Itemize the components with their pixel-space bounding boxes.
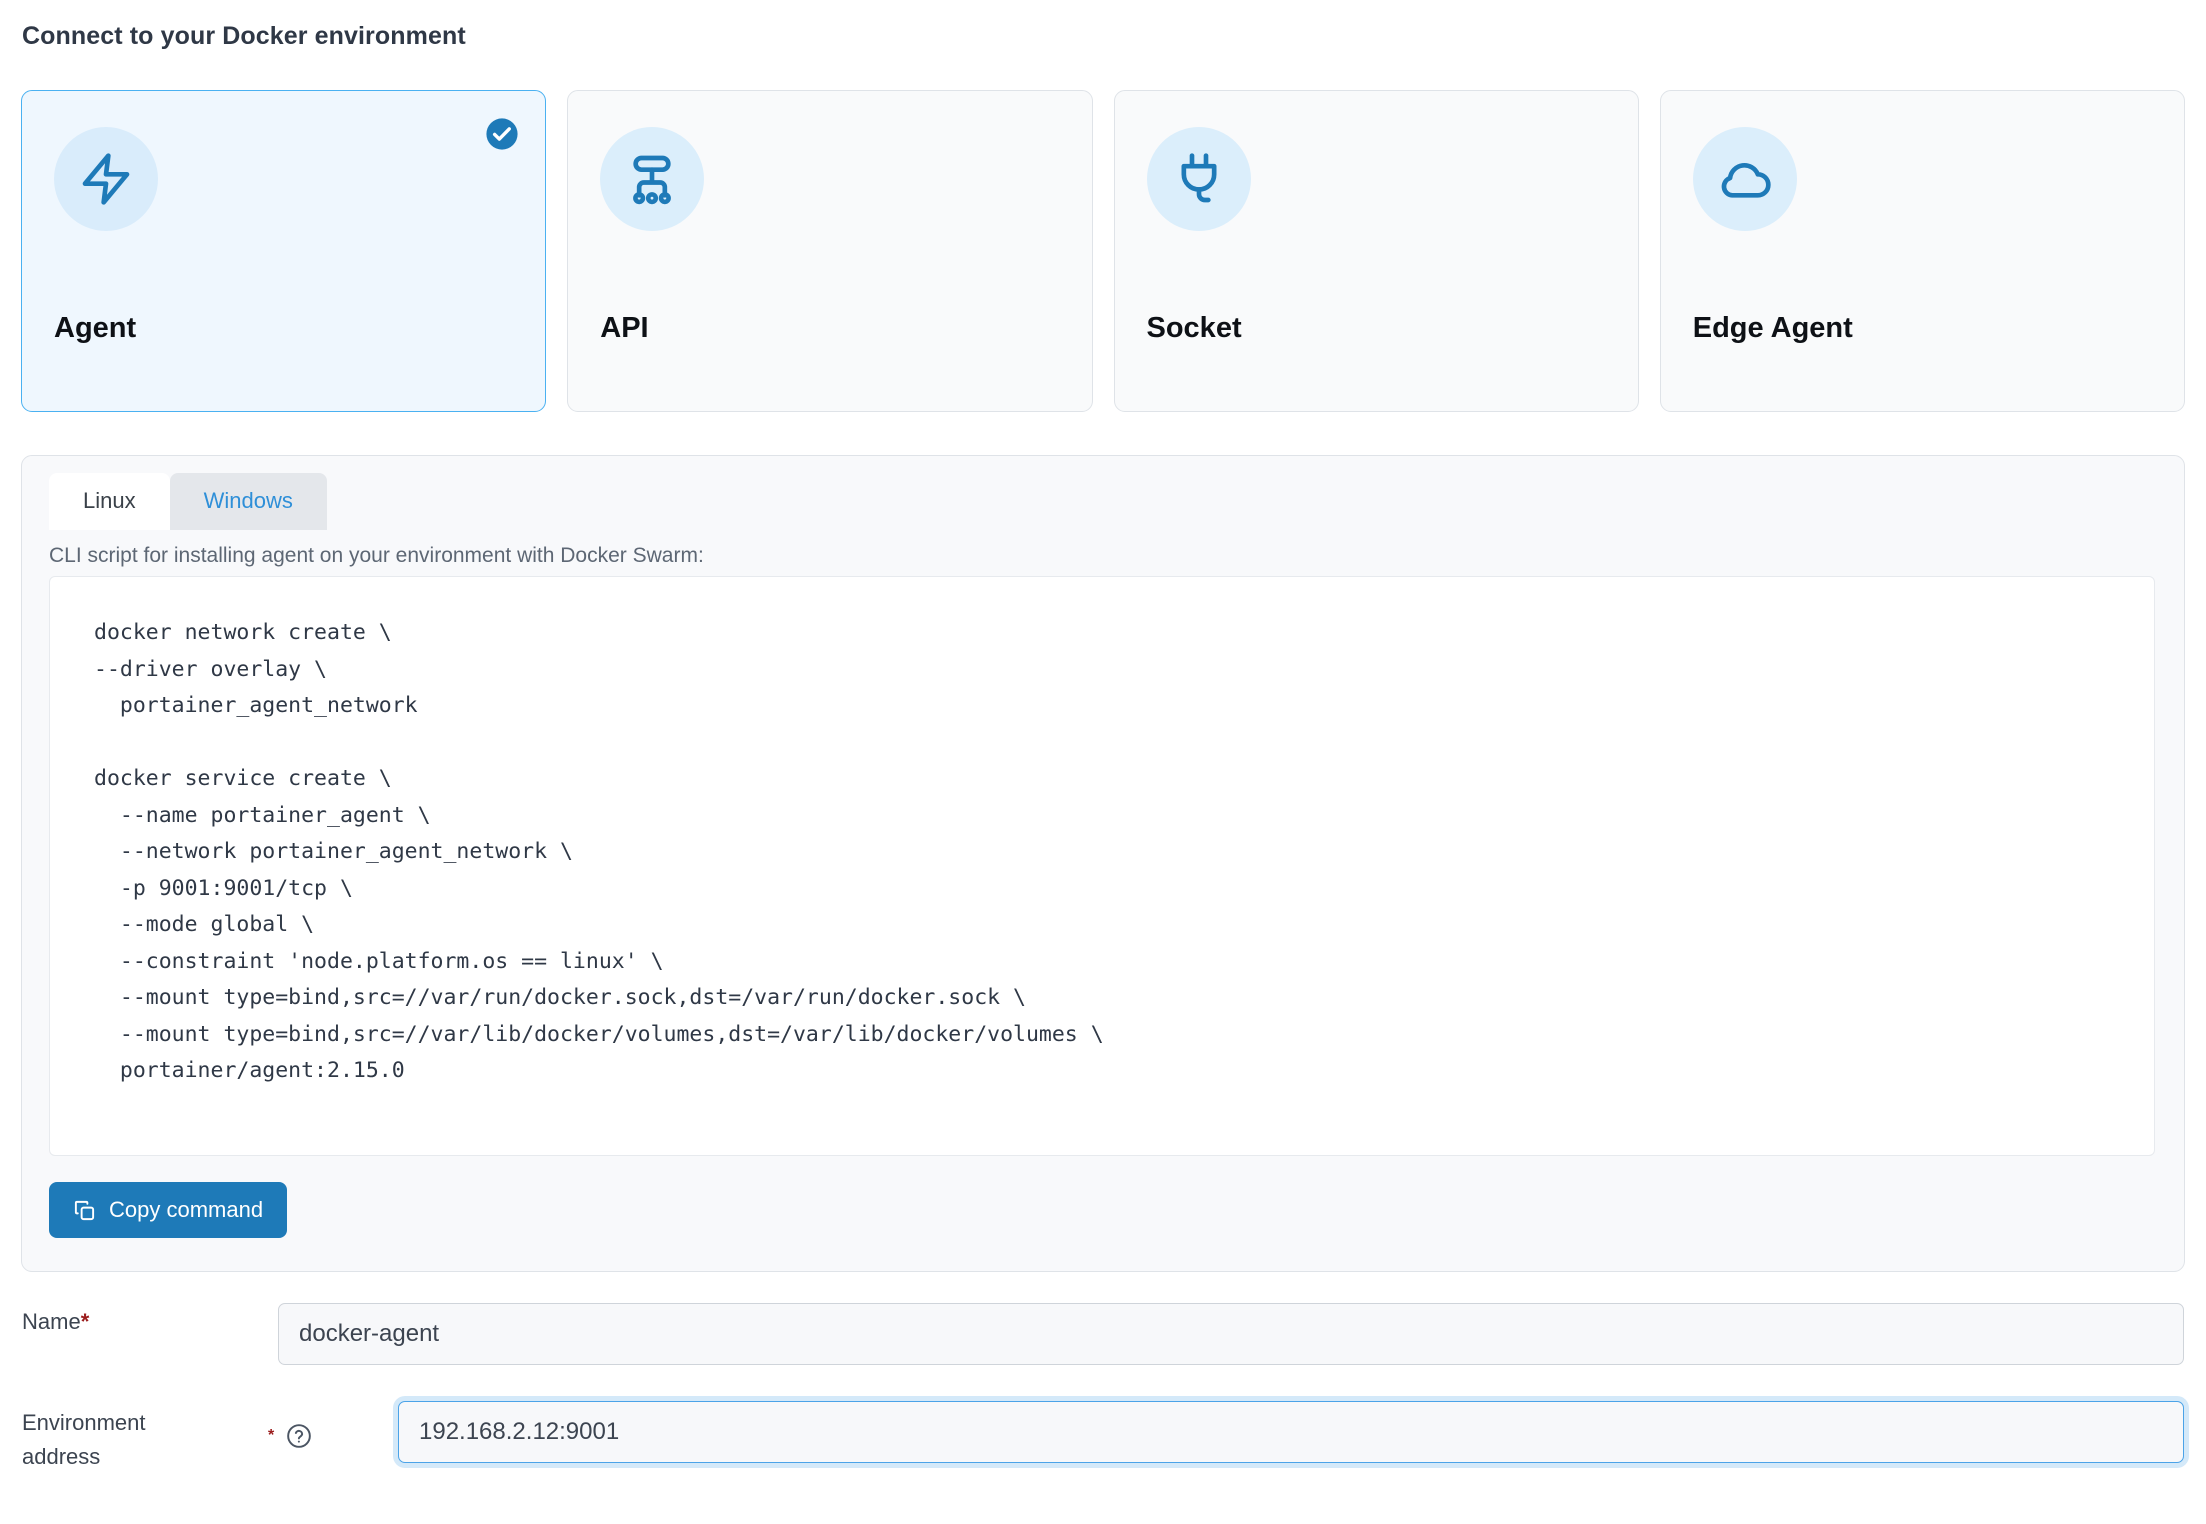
plug-icon — [1146, 127, 1251, 231]
environment-form: Name* Environment address * — [0, 1303, 2206, 1474]
page-title: Connect to your Docker environment — [22, 22, 466, 50]
environment-address-label-line2: address — [22, 1444, 101, 1469]
card-agent[interactable]: Agent — [21, 90, 547, 412]
card-label-socket: Socket — [1146, 312, 1242, 344]
card-socket[interactable]: Socket — [1113, 90, 1639, 412]
card-edge-agent[interactable]: Edge Agent — [1659, 90, 2185, 412]
name-label-text: Name — [22, 1309, 81, 1334]
card-label-edge-agent: Edge Agent — [1692, 312, 1853, 344]
environment-address-label: Environment address — [0, 1401, 268, 1474]
script-code-text: docker network create \ --driver overlay… — [94, 620, 1104, 1083]
form-row-environment-address: Environment address * — [0, 1401, 2206, 1474]
install-script-panel: Linux Windows CLI script for installing … — [21, 455, 2185, 1272]
name-required-asterisk: * — [80, 1309, 90, 1334]
copy-command-button[interactable]: Copy command — [49, 1182, 288, 1238]
script-description: CLI script for installing agent on your … — [49, 544, 704, 567]
environment-address-required-asterisk: * — [268, 1427, 275, 1444]
name-input[interactable] — [278, 1303, 2184, 1365]
tab-linux[interactable]: Linux — [49, 473, 170, 531]
os-tabs: Linux Windows — [49, 473, 327, 531]
environment-type-cards: Agent API Socket Edge Agent — [21, 90, 2185, 412]
name-label: Name* — [0, 1303, 268, 1340]
check-circle-icon — [485, 117, 519, 151]
environment-address-label-line1: Environment — [22, 1410, 146, 1435]
help-circle-icon[interactable] — [286, 1423, 312, 1449]
environment-address-input[interactable] — [398, 1401, 2184, 1463]
environment-address-marks: * — [268, 1401, 398, 1449]
card-api[interactable]: API — [567, 90, 1093, 412]
card-label-agent: Agent — [54, 312, 137, 344]
zap-icon — [54, 127, 158, 231]
network-icon — [600, 127, 705, 231]
copy-command-label: Copy command — [109, 1197, 264, 1222]
card-label-api: API — [600, 312, 649, 344]
copy-icon — [73, 1199, 96, 1222]
tab-windows[interactable]: Windows — [169, 473, 327, 531]
form-row-name: Name* — [0, 1303, 2206, 1367]
script-code-block[interactable]: docker network create \ --driver overlay… — [49, 576, 2155, 1156]
cloud-icon — [1692, 127, 1797, 231]
